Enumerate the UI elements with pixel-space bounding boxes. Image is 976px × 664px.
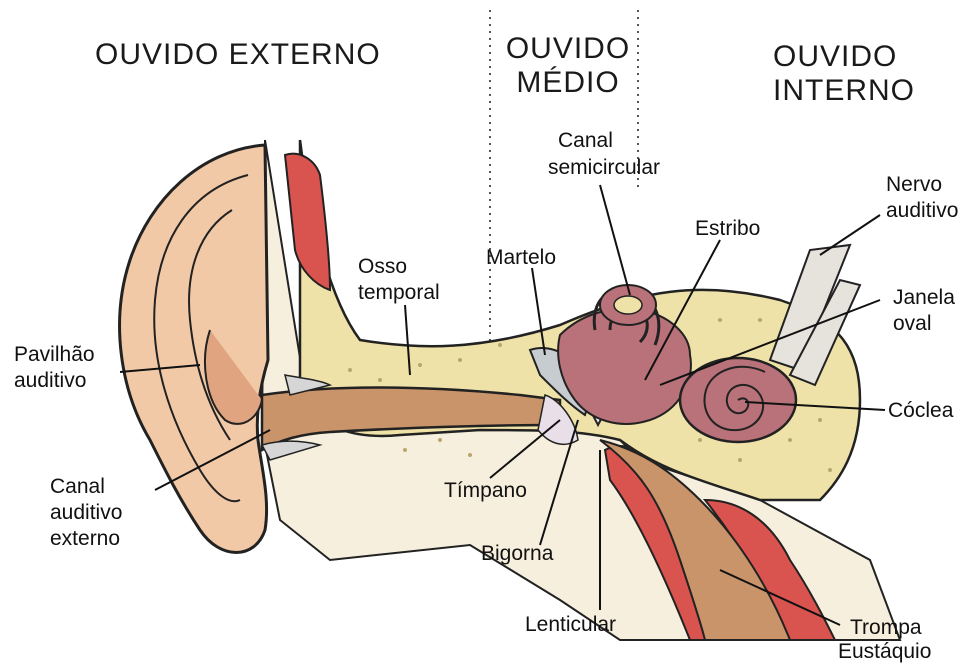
header-middle-ear-line2: MÉDIO	[498, 66, 638, 100]
label-ear-canal-3: externo	[50, 526, 120, 551]
label-oval-window-2: oval	[893, 311, 932, 336]
header-outer-ear: OUVIDO EXTERNO	[95, 38, 381, 72]
canal-loop-inner	[614, 296, 642, 314]
label-ear-canal-2: auditivo	[50, 500, 122, 525]
label-eustachian-1: Trompa	[850, 615, 922, 640]
label-pinna-1: Pavilhão	[14, 342, 95, 367]
label-semicircular-2: semicircular	[548, 155, 660, 180]
header-inner-ear-line2: INTERNO	[773, 74, 915, 108]
label-temporal-bone-1: Osso	[358, 254, 407, 279]
label-hammer: Martelo	[486, 245, 556, 270]
header-inner-ear-line1: OUVIDO	[773, 40, 897, 74]
label-stirrup: Estribo	[695, 216, 760, 241]
label-temporal-bone-2: temporal	[358, 280, 440, 305]
label-oval-window-1: Janela	[893, 285, 955, 310]
label-auditory-nerve-1: Nervo	[886, 172, 942, 197]
label-lenticular: Lenticular	[525, 612, 616, 637]
label-ear-canal-1: Canal	[50, 474, 105, 499]
label-eustachian-2: Eustáquio	[838, 639, 931, 664]
label-anvil: Bigorna	[481, 541, 553, 566]
label-cochlea: Cóclea	[888, 398, 953, 423]
label-pinna-2: auditivo	[14, 368, 86, 393]
header-middle-ear-line1: OUVIDO	[498, 32, 638, 66]
label-eardrum: Tímpano	[444, 478, 527, 503]
label-semicircular-1: Canal	[558, 128, 613, 153]
label-auditory-nerve-2: auditivo	[886, 198, 958, 223]
muscle-upper	[285, 154, 330, 290]
